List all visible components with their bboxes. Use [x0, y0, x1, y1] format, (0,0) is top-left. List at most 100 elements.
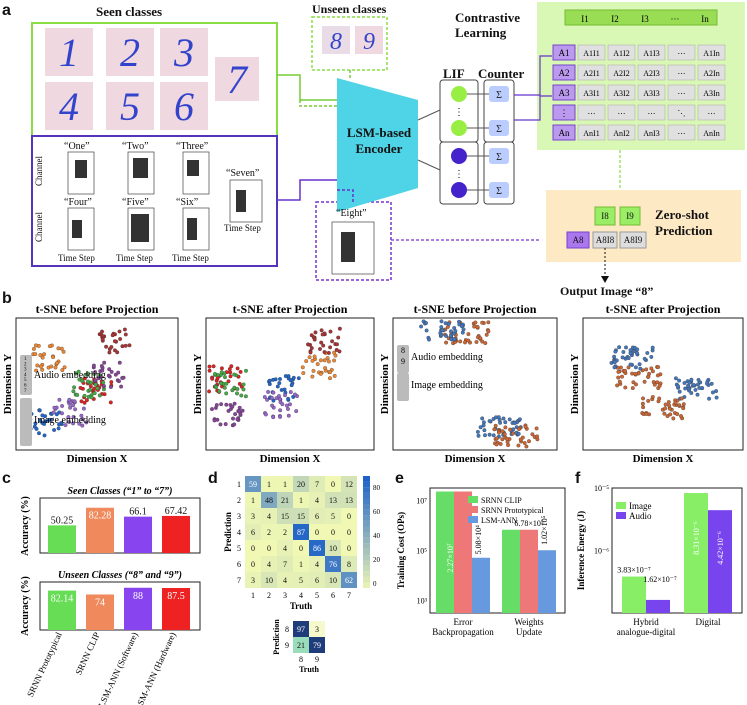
matrix-cell [577, 124, 606, 141]
cm-cell [261, 540, 277, 556]
tsne-points [207, 326, 342, 428]
matrix-cell [697, 64, 726, 81]
cm-cell-value: 0 [315, 528, 319, 537]
time-step-label-3: Time Step [172, 253, 209, 263]
panel-f-legend-swatch [616, 512, 626, 519]
tsne-points [419, 319, 540, 449]
panel-f-group-label: Hybrid [633, 617, 659, 627]
cm-cell-value: 12 [345, 480, 353, 489]
panel-c-bar [162, 515, 190, 553]
cm-row-label: 3 [237, 512, 241, 521]
cm-colorbar-tick: 80 [373, 484, 381, 492]
matrix-cell-text: A2I2 [613, 69, 629, 78]
cm-cell [293, 524, 309, 540]
panel-c-axes [39, 497, 201, 554]
cm-cell [261, 476, 277, 492]
panel-c-bar-label: 82.14 [51, 594, 74, 605]
panel-e-legend-swatch [468, 496, 478, 503]
panel-c-bar [86, 594, 114, 630]
matrix-header-cell: In [701, 14, 709, 24]
cm-colorbar-seg [363, 515, 370, 521]
panel-e-bar-label: 6.78×10⁵ [514, 519, 544, 528]
cm-cell [325, 508, 341, 524]
cm-cell [341, 556, 357, 572]
cm-col-label: 6 [331, 591, 335, 600]
matrix-row-head [552, 104, 576, 121]
panel-e-ytick: 10³ [417, 597, 428, 606]
seen-digit-glyphs: 1 2 3 7 4 5 6 [59, 30, 249, 129]
cm-cell-value: 0 [331, 480, 335, 489]
tsne-ylabel: Dimension Y [2, 354, 14, 414]
cm-cell [325, 540, 341, 556]
matrix-cell-text: A3I1 [583, 89, 599, 98]
cm-colorbar-seg [363, 487, 370, 493]
cm-cell-value: 1 [299, 560, 303, 569]
cm-cell [277, 476, 293, 492]
cm-row-label: 1 [237, 480, 241, 489]
cm-col-label: 5 [315, 591, 319, 600]
panel-d-letter: d [208, 470, 218, 487]
audio-title-eight: “Eight” [336, 208, 367, 219]
matrix-cell [667, 64, 696, 81]
panel-f-bar-label: 4.42×10⁻⁶ [716, 531, 725, 565]
panel-e-bar-label: 5.08×10⁴ [474, 525, 483, 555]
cm-cell-value: 6 [315, 576, 319, 585]
panel-f-group-label: Digital [696, 617, 721, 627]
cm-cell [261, 556, 277, 572]
panel-f-ytick: 10⁻⁶ [594, 547, 609, 556]
unseen-digit-9: 9 [363, 29, 375, 55]
audio-spectrograms [67, 151, 375, 275]
cm-cell [341, 508, 357, 524]
cm-colorbar-seg [363, 509, 370, 516]
seen-classes-title: Seen classes [96, 4, 163, 19]
cm-cell-value: 10 [265, 576, 273, 585]
tsne-ylabel: Dimension Y [192, 354, 204, 414]
cm-cell-value: 5 [331, 512, 335, 521]
svg-text:I8: I8 [601, 211, 609, 221]
matrix-cell [577, 64, 606, 81]
seen-digit-6: 6 [174, 84, 194, 129]
cm-cell-value: 10 [329, 576, 337, 585]
time-step-label-4: Time Step [224, 223, 261, 233]
matrix-cell [637, 44, 666, 61]
audio-classes-box [31, 135, 278, 267]
cm-cell-value: 8 [347, 560, 351, 569]
cm-cell-value: 13 [329, 496, 337, 505]
panel-f-legend-swatch [616, 502, 626, 509]
cm-small-cell [309, 621, 325, 637]
legend-swatch-audio [20, 355, 32, 395]
cm-cell-value: 2 [267, 528, 271, 537]
panel-e-legend-swatch [468, 516, 478, 523]
matrix-cell [577, 84, 606, 101]
cm-cell-value: 6 [251, 528, 255, 537]
cm-cell-value: 4 [267, 512, 271, 521]
matrix-header-cell: ··· [671, 14, 680, 24]
cm-cell [341, 476, 357, 492]
panel-c-axes [39, 581, 201, 631]
cm-small-cell [309, 637, 325, 653]
matrix-cell [607, 84, 636, 101]
legend-digit: 3 [24, 368, 27, 373]
panel-e-bar-label: 2.27×10⁷ [446, 543, 455, 573]
tsne-title: t-SNE before Projection [414, 302, 537, 316]
panel-c-bar [124, 587, 152, 630]
seen-digit-4: 4 [59, 84, 79, 129]
channel-label-bottom: Channel [34, 212, 44, 242]
matrix-cell-text: AnI1 [583, 129, 599, 138]
panel-a-diagram: 1 2 3 7 4 5 6 8 9 [31, 2, 745, 283]
cm-colorbar-tick: 0 [373, 580, 377, 588]
cm-colorbar-seg [363, 543, 370, 549]
cm-cell-value: 3 [251, 512, 255, 521]
cm-small-col-label: 9 [315, 655, 319, 664]
panel-c-bar-label: 66.1 [129, 507, 147, 518]
tsne-xlabel: Dimension X [445, 453, 506, 465]
cm-cell-value: 0 [347, 544, 351, 553]
cm-colorbar-seg [363, 492, 370, 499]
cm-cell [341, 540, 357, 556]
legend-swatch-image [397, 373, 409, 401]
cm-colorbar-tick: 20 [373, 556, 381, 564]
cm-cell [245, 524, 261, 540]
panel-e-letter: e [395, 470, 404, 487]
audio-title-three: “Three” [176, 141, 209, 152]
cm-cell [293, 476, 309, 492]
